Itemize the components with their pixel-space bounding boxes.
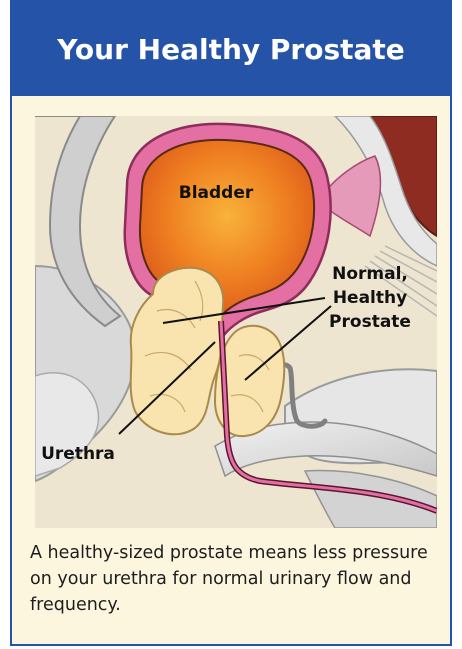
prostate-label-line-3: Prostate [329, 312, 411, 332]
info-card: Your Healthy Prostate [10, 0, 452, 646]
caption-text: A healthy-sized prostate means less pres… [30, 540, 440, 618]
bladder-label: Bladder [179, 183, 254, 203]
urethra-label: Urethra [41, 444, 115, 464]
prostate-illustration: Bladder Normal, Healthy Prostate Urethra [35, 116, 437, 528]
prostate-label-line-1: Normal, [332, 264, 408, 284]
prostate-label-line-2: Healthy [333, 288, 407, 308]
anatomy-figure: Bladder Normal, Healthy Prostate Urethra [35, 116, 437, 528]
page-title: Your Healthy Prostate [12, 2, 450, 96]
